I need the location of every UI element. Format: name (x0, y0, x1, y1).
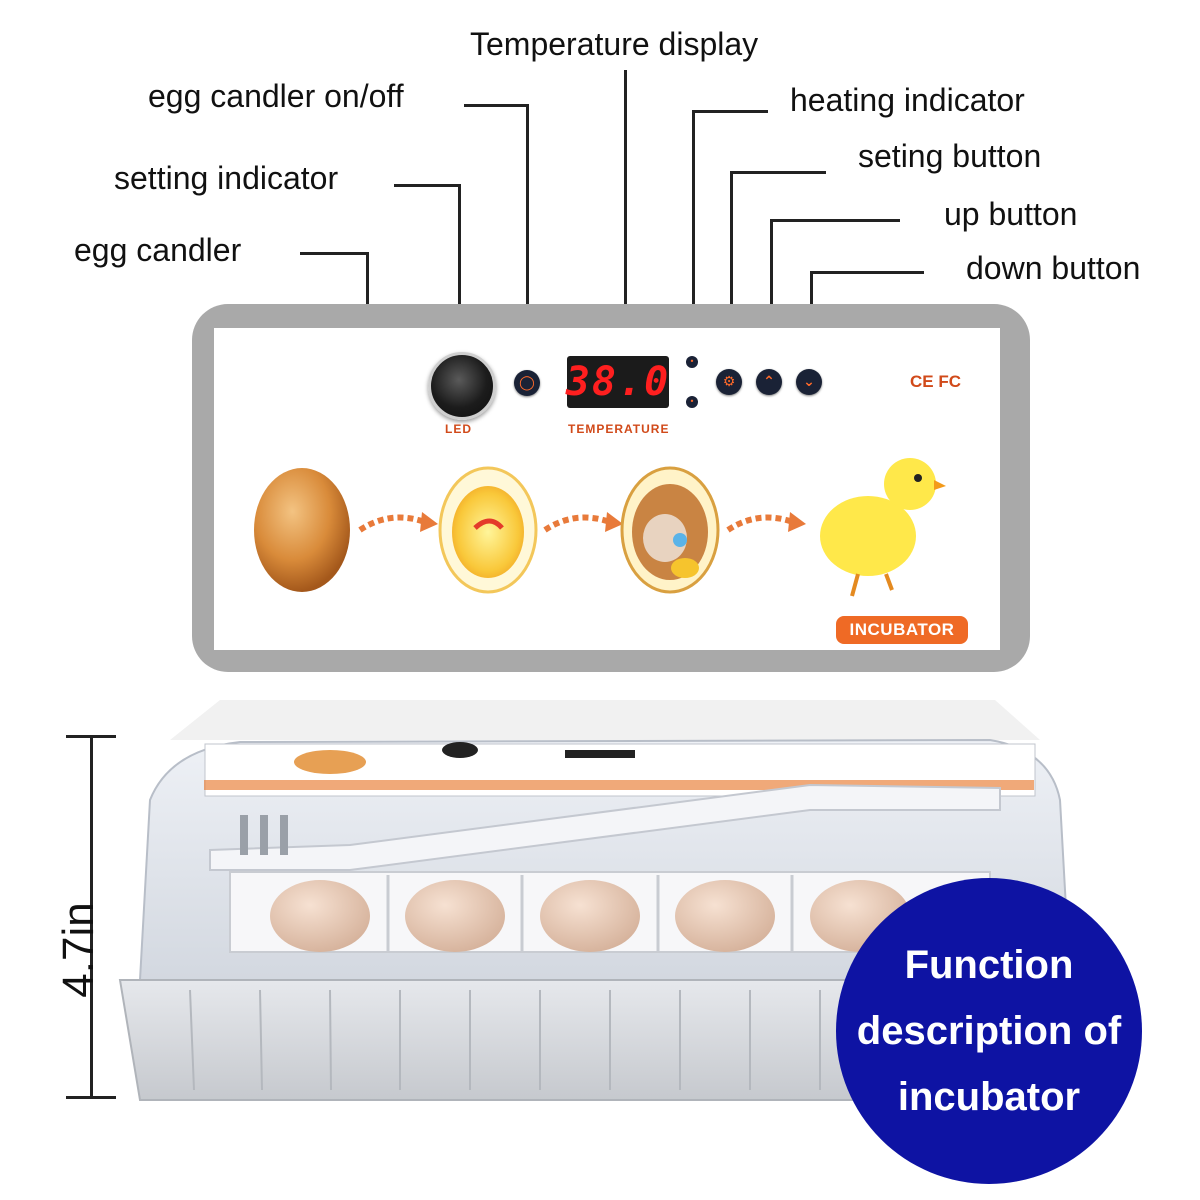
badge-line-3: incubator (897, 1075, 1081, 1119)
egg-candler-knob[interactable] (428, 352, 496, 420)
callout-heating-indicator: heating indicator (790, 82, 1025, 118)
arrow-1 (358, 514, 426, 533)
leader-egg-candler-onoff (464, 104, 528, 107)
chevron-up-icon[interactable]: ⌃ (756, 369, 782, 395)
leader-up-button-v (770, 219, 773, 369)
callout-setting-button: seting button (858, 138, 1042, 174)
temperature-value: 38.0 (565, 359, 671, 405)
leader-heating-indicator (692, 110, 768, 113)
leader-setting-button (730, 171, 826, 174)
leader-setting-indicator (394, 184, 460, 187)
leader-setting-button-v (730, 171, 733, 369)
brand-badge: INCUBATOR (836, 616, 968, 644)
leader-heating-indicator-v (692, 110, 695, 360)
dimension-tick-bottom (66, 1096, 116, 1099)
chevron-down-icon[interactable]: ⌄ (796, 369, 822, 395)
arrow-3-head (788, 512, 806, 532)
projection-cone (170, 700, 1040, 740)
callout-down-button: down button (966, 250, 1141, 286)
leader-egg-candler (300, 252, 368, 255)
leader-egg-candler-onoff-v (526, 104, 529, 366)
temperature-display: 38.0 (565, 356, 671, 408)
incubation-stages-illustration (254, 458, 946, 597)
badge-line-1: Function (904, 943, 1074, 987)
callout-temperature-display: Temperature display (470, 26, 759, 62)
callout-egg-candler-onoff: egg candler on/off (148, 78, 404, 114)
arrow-2-head (605, 512, 623, 532)
function-description-badge: Function description of incubator (836, 878, 1142, 1184)
leader-down-button (810, 271, 924, 274)
chick-stage-4 (820, 458, 946, 597)
leader-up-button (770, 219, 900, 222)
candle-icon[interactable]: ◯ (514, 370, 540, 396)
leader-setting-indicator-v (458, 184, 461, 366)
led-label: LED (445, 422, 472, 436)
heat-dot-icon: • (686, 356, 698, 368)
handle-bar (209, 783, 1001, 871)
leader-temperature-display (624, 70, 627, 360)
callout-egg-candler: egg candler (74, 232, 242, 268)
height-dimension-label: 4.7in (54, 902, 103, 998)
arrow-3 (726, 514, 794, 533)
dimension-tick-top (66, 735, 116, 738)
callout-up-button: up button (944, 196, 1078, 232)
arrow-2 (543, 514, 611, 533)
gear-icon[interactable]: ⚙ (716, 369, 742, 395)
badge-line-2: description of (856, 1009, 1122, 1053)
egg-stage-1 (254, 468, 350, 592)
indicator-dot-icon: • (686, 396, 698, 408)
dimension-line (90, 736, 93, 1098)
incubator-illustration (118, 700, 1072, 1101)
arrow-1-head (420, 512, 438, 532)
cert-marks: CE FC (910, 372, 961, 391)
temperature-label: TEMPERATURE (568, 422, 670, 436)
callout-setting-indicator: setting indicator (114, 160, 339, 196)
egg-row (270, 880, 910, 952)
